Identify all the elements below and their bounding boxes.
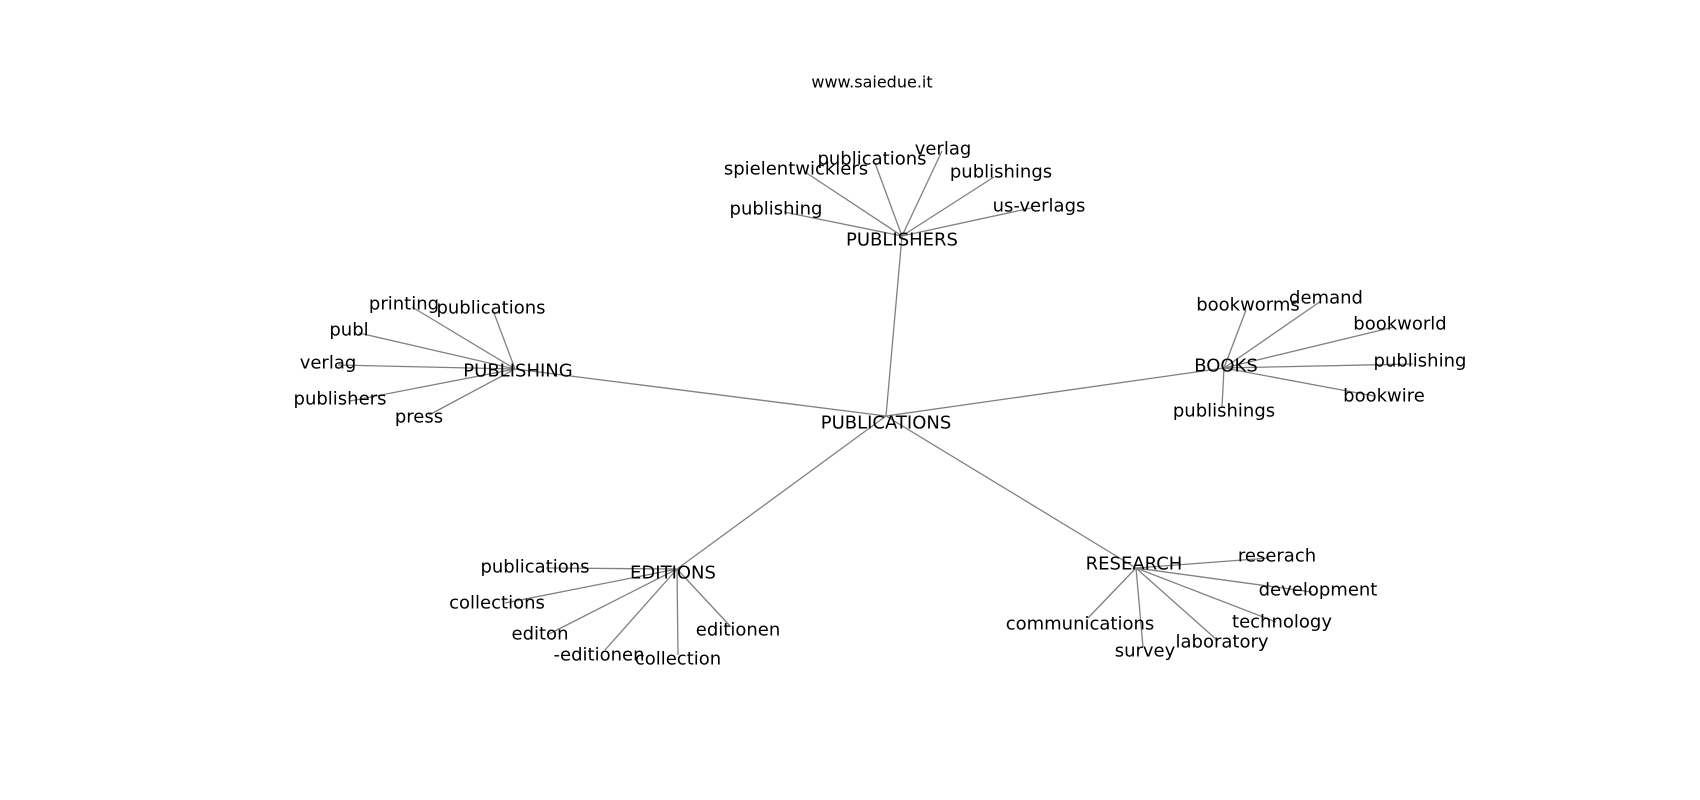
cluster-node-publishing: PUBLISHING — [463, 361, 572, 382]
leaf-node-research-reserach: reserach — [1238, 546, 1316, 567]
edge-books-to-demand — [1223, 300, 1322, 369]
leaf-node-publishers-publications: publications — [817, 149, 926, 170]
edge-research-to-laboratory — [1135, 567, 1218, 641]
leaf-node-publishers-publishings: publishings — [950, 162, 1052, 183]
edge-editions-to-collection — [676, 568, 679, 656]
leaf-node-books-bookwire: bookwire — [1343, 386, 1425, 407]
leaf-node-books-demand: demand — [1289, 288, 1363, 309]
edges-layer — [337, 150, 1414, 656]
edge-research-to-communications — [1087, 567, 1137, 619]
edge-publishing-to-publications — [493, 312, 516, 370]
cluster-node-publishers: PUBLISHERS — [846, 230, 958, 251]
edge-publishers-to-spielentwicklers — [804, 171, 903, 237]
nodes-layer: PUBLICATIONSPUBLISHERSspielentwicklerspu… — [294, 139, 1467, 670]
edge-research-to-technology — [1135, 567, 1277, 623]
leaf-node-research-communications: communications — [1006, 614, 1155, 635]
leaf-node-publishers-spielentwicklers: spielentwicklers — [724, 159, 868, 180]
edge-research-to-reserach — [1135, 557, 1270, 569]
leaf-node-editions-collections: collections — [449, 593, 545, 614]
edge-books-to-publishing — [1223, 363, 1414, 369]
edge-books-to-bookwire — [1223, 367, 1375, 397]
edge-editions-to-publications — [545, 567, 678, 570]
edge-root-to-editions — [676, 415, 887, 570]
leaf-node-research-development: development — [1259, 580, 1378, 601]
root-node-label: PUBLICATIONS — [821, 413, 952, 434]
edge-publishing-to-printing — [411, 306, 516, 370]
cluster-node-editions: EDITIONS — [630, 563, 716, 584]
edge-research-to-survey — [1135, 567, 1144, 648]
leaf-node-publishing-press: press — [395, 407, 443, 428]
edge-root-to-books — [885, 367, 1225, 417]
leaf-node-publishers-publishing: publishing — [730, 199, 823, 220]
leaf-node-editions-publications: publications — [480, 557, 589, 578]
edge-editions-to-editionen — [676, 568, 732, 628]
leaf-node-research-survey: survey — [1115, 641, 1176, 662]
leaf-node-editions-editon: editon — [512, 624, 569, 645]
edge-root-to-research — [885, 415, 1137, 569]
edge-publishers-to-verlag — [901, 150, 943, 237]
leaf-node-editions-editionen: -editionen — [554, 645, 645, 666]
leaf-node-publishers-us-verlags: us-verlags — [993, 196, 1086, 217]
edge-research-to-development — [1135, 567, 1313, 593]
edge-root-to-publishers — [885, 235, 903, 417]
edge-editions-to-editon — [548, 568, 678, 635]
leaf-node-books-publishings: publishings — [1173, 401, 1275, 422]
leaf-node-research-laboratory: laboratory — [1175, 632, 1268, 653]
edge-publishing-to-publ — [358, 332, 516, 370]
edge-publishers-to-publishings — [901, 176, 995, 237]
edge-root-to-publishing — [514, 368, 887, 417]
leaf-node-publishing-publ: publ — [329, 320, 368, 341]
leaf-node-editions-editionen: editionen — [696, 620, 780, 641]
leaf-node-books-bookworms: bookworms — [1196, 295, 1300, 316]
edge-publishers-to-us-verlags — [901, 207, 1032, 237]
cluster-node-research: RESEARCH — [1086, 554, 1183, 575]
edge-books-to-publishings — [1221, 367, 1225, 408]
edge-editions-to-collections — [504, 568, 678, 604]
leaf-node-publishers-verlag: verlag — [915, 139, 972, 160]
leaf-node-research-technology: technology — [1232, 612, 1332, 633]
edge-publishing-to-press — [428, 368, 516, 416]
diagram-title: www.saiedue.it — [811, 73, 932, 92]
leaf-node-publishing-printing: printing — [369, 294, 439, 315]
leaf-node-books-bookworld: bookworld — [1353, 314, 1446, 335]
edge-publishers-to-publications — [874, 162, 903, 237]
leaf-node-editions-collection: collection — [635, 649, 721, 670]
edge-publishing-to-verlag — [337, 364, 516, 370]
edge-books-to-bookworms — [1223, 309, 1247, 369]
edge-publishers-to-publishing — [783, 211, 903, 237]
edge-editions-to-editionen — [604, 568, 678, 651]
leaf-node-books-publishing: publishing — [1374, 351, 1467, 372]
leaf-node-publishing-verlag: verlag — [300, 353, 357, 374]
leaf-node-publishing-publishers: publishers — [294, 389, 387, 410]
edge-books-to-bookworld — [1223, 326, 1395, 369]
cluster-node-books: BOOKS — [1194, 356, 1258, 377]
edge-publishing-to-publishers — [349, 368, 516, 402]
leaf-node-publishing-publications: publications — [436, 298, 545, 319]
